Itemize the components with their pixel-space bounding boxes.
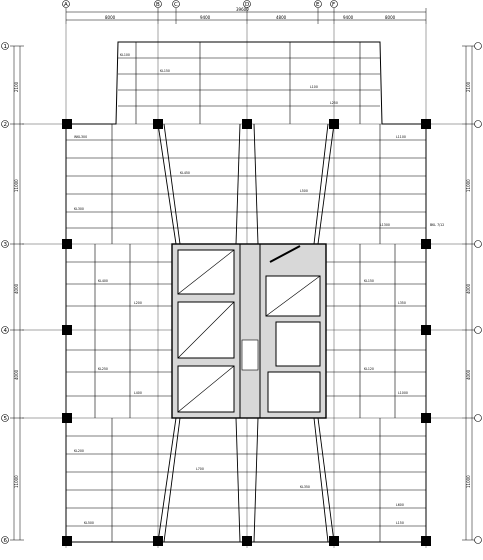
right-dim-4: 4000	[466, 369, 471, 380]
beam-mark: L1300	[380, 223, 390, 227]
left-dim-1: 2100	[14, 81, 19, 92]
beam-mark: L1100	[396, 135, 406, 139]
row-axis-5: 5	[4, 416, 8, 422]
left-dim-4: 4000	[14, 369, 19, 380]
col-axis-d: D	[245, 2, 249, 8]
row-axis-2: 2	[4, 122, 8, 128]
beam-mark: L250	[330, 101, 338, 105]
row-axis-bubbles	[1, 42, 482, 544]
beam-mark: KL200	[74, 449, 84, 453]
top-dim-1: 8000	[105, 15, 116, 20]
beam-mark: L700	[196, 467, 204, 471]
row-axis-1: 1	[4, 44, 8, 50]
beam-mark: KL500	[84, 521, 94, 525]
beam-mark: L500	[300, 189, 308, 193]
detail-tag: BKL 7/12	[430, 223, 444, 227]
beam-mark: KL300	[74, 207, 84, 211]
beam-mark: KL350	[300, 485, 310, 489]
beam-mark: L350	[398, 301, 406, 305]
left-dim-2: 11000	[14, 179, 19, 192]
secondary-beams-vertical	[94, 42, 396, 542]
top-total-dimension: 39600	[236, 7, 249, 12]
col-axis-c: C	[174, 2, 178, 8]
right-dim-1: 2100	[466, 81, 471, 92]
secondary-beams-horizontal	[66, 57, 426, 527]
beam-mark: KL250	[98, 367, 108, 371]
top-dim-5: 8000	[385, 15, 396, 20]
top-dim-2: 9400	[200, 15, 211, 20]
beam-mark: KL150	[364, 279, 374, 283]
top-dimension-chain	[65, 8, 427, 24]
right-dim-2: 11000	[466, 179, 471, 192]
beam-mark: KL400	[98, 279, 108, 283]
beam-mark: L100	[310, 85, 318, 89]
beam-mark: L1000	[398, 391, 408, 395]
col-axis-f: F	[332, 2, 335, 8]
beam-mark: KL120	[364, 367, 374, 371]
beam-mark: KL100	[120, 53, 130, 57]
top-dim-3: 4800	[276, 15, 287, 20]
left-dim-5: 11000	[14, 475, 19, 488]
slanted-beams	[157, 123, 335, 543]
row-axis-4: 4	[4, 328, 8, 334]
side-dimension-chains	[10, 45, 476, 541]
left-dim-3: 4000	[14, 283, 19, 294]
col-axis-e: E	[316, 2, 320, 8]
core-walls	[171, 243, 327, 419]
col-axis-a: A	[64, 2, 68, 8]
beam-mark-labels: KL100 KL150 L100 L250 WKL300 L1100 KL450…	[74, 53, 408, 525]
beam-mark: L150	[396, 521, 404, 525]
row-axis-6: 6	[4, 538, 8, 544]
right-dim-5: 11000	[466, 475, 471, 488]
column-axis-bubbles	[62, 0, 338, 8]
row-axis-3: 3	[4, 242, 8, 248]
beam-mark: L600	[396, 503, 404, 507]
beam-mark: KL150	[160, 69, 170, 73]
beam-mark: KL450	[180, 171, 190, 175]
beam-mark: WKL300	[74, 135, 87, 139]
right-dim-3: 4000	[466, 283, 471, 294]
beam-mark: L200	[134, 301, 142, 305]
top-dim-4: 9400	[343, 15, 354, 20]
col-axis-b: B	[156, 2, 160, 8]
beam-mark: L400	[134, 391, 142, 395]
columns	[62, 119, 431, 546]
